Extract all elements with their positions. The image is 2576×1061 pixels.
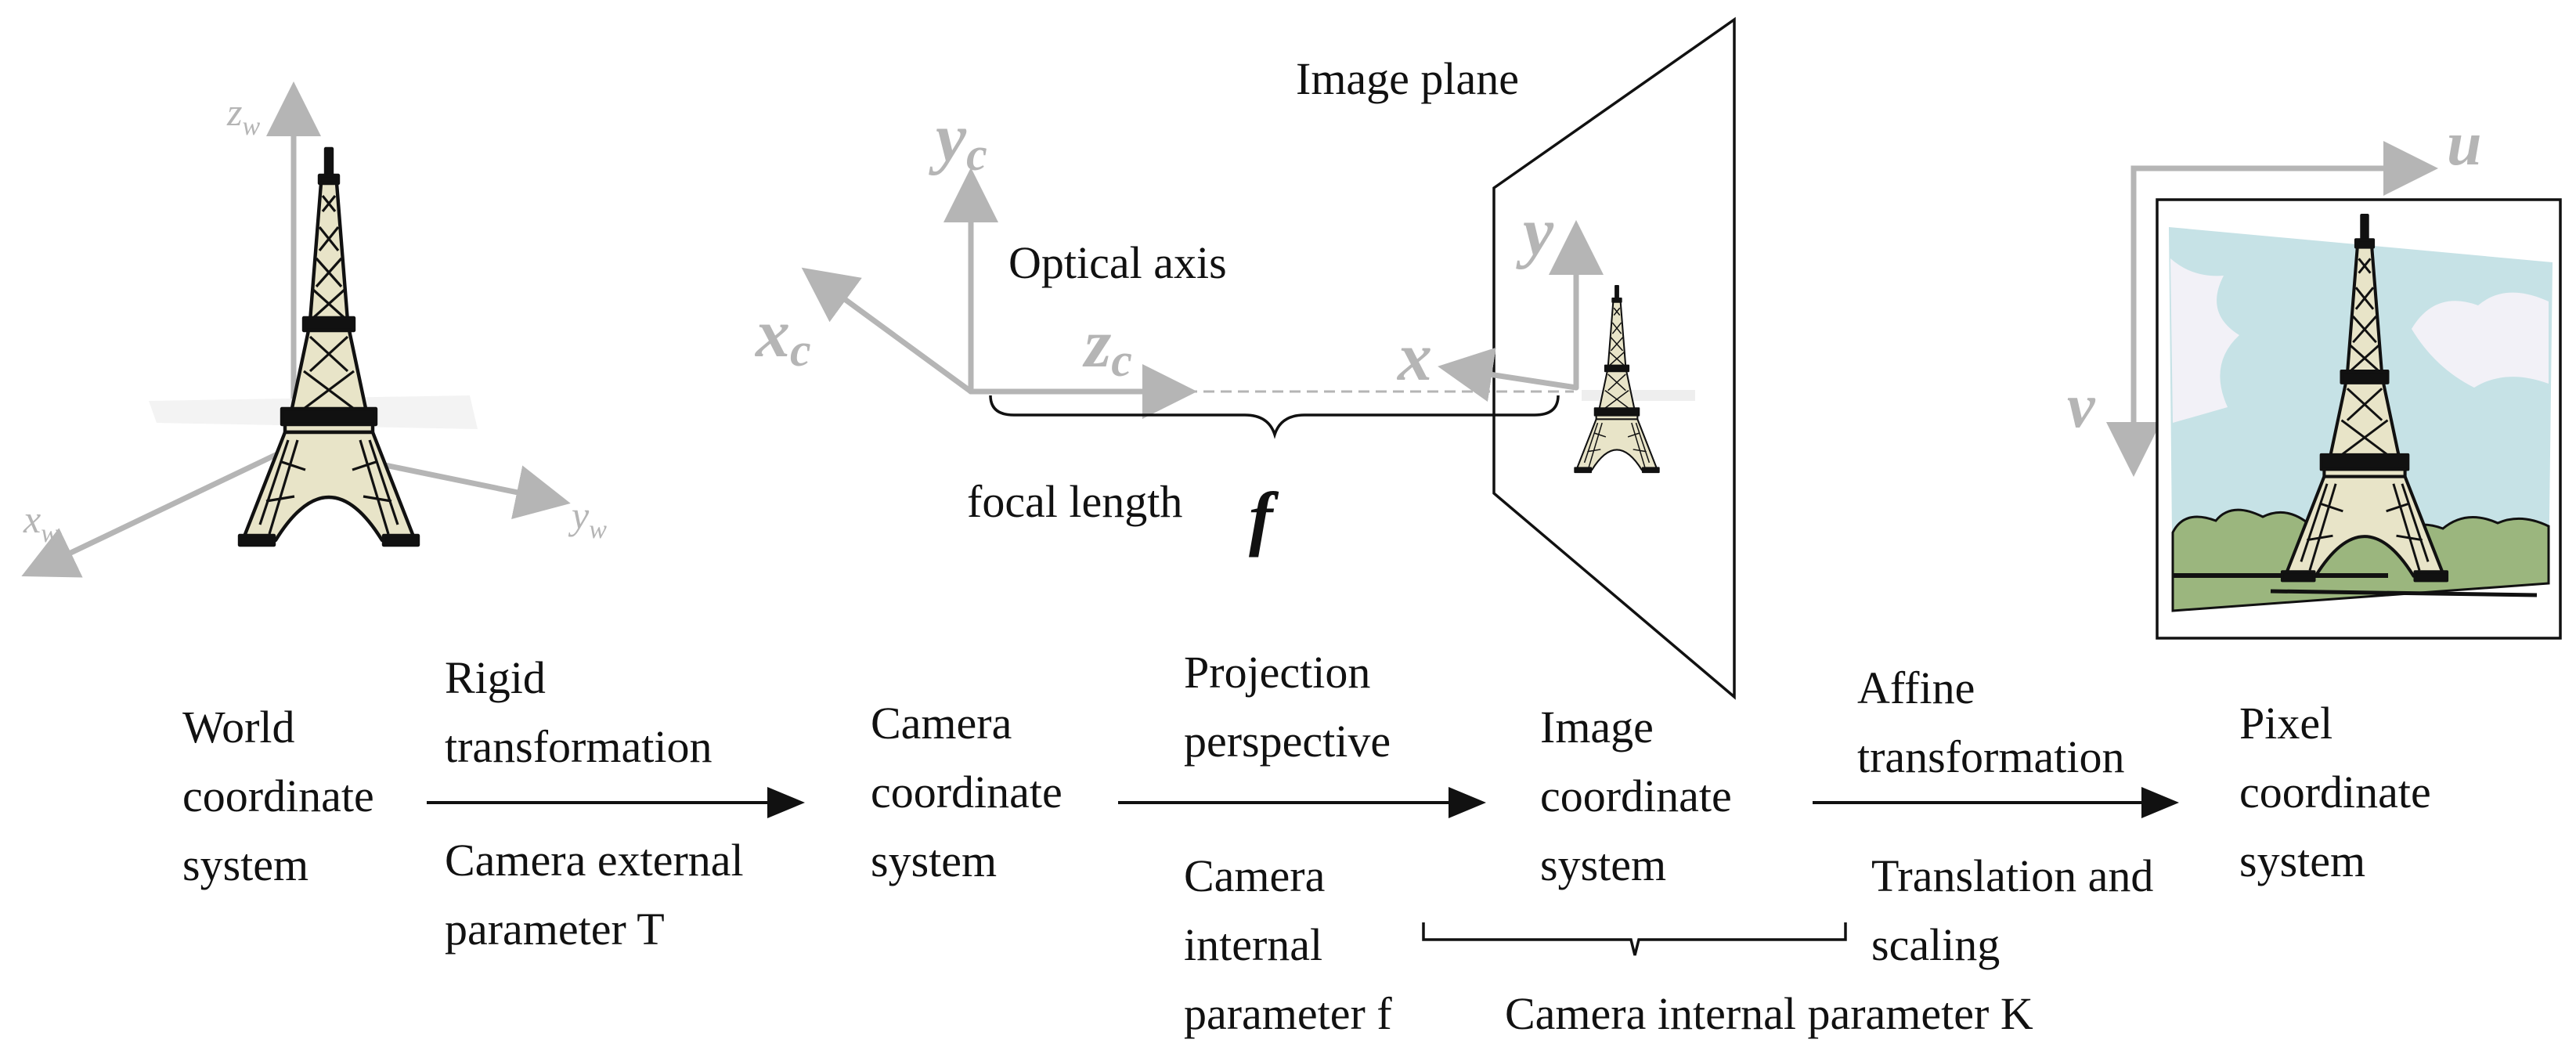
- optical-axis-label: Optical axis: [1008, 237, 1227, 288]
- world-eiffel-tower: [240, 149, 418, 545]
- pixel-image-cloud-left: [2170, 258, 2239, 423]
- world-z-label: zw: [226, 90, 260, 141]
- image-eiffel-tower: [1573, 284, 1661, 474]
- image-x-label: x: [1396, 319, 1432, 395]
- camera-axes: yc xc zc: [754, 100, 1574, 419]
- world-y-label: yw: [568, 493, 607, 544]
- image-axes: y x: [1396, 194, 1695, 402]
- camera-x-label: xc: [754, 296, 811, 376]
- image-y-label: y: [1516, 194, 1554, 270]
- pixel-v-label: v: [2067, 372, 2096, 441]
- world-coordinate-system-label: World coordinate system: [182, 702, 385, 890]
- step3-below-label: Translation and scaling: [1871, 850, 2165, 970]
- image-plane-title: Image plane: [1296, 53, 1519, 104]
- step2-above-label: Projection perspective: [1184, 647, 1391, 767]
- camera-z-label: zc: [1082, 306, 1132, 386]
- world-x-axis: [21, 443, 297, 578]
- camera-x-axis: [801, 267, 974, 395]
- step3-above-label: Affine transformation: [1857, 662, 2124, 782]
- pixel-coordinate-system-label: Pixel coordinate system: [2239, 698, 2442, 886]
- focal-length-label: focal length: [967, 476, 1182, 527]
- internal-parameter-k-label: Camera internal parameter K: [1505, 988, 2033, 1039]
- world-x-label: xw: [23, 497, 59, 548]
- image-x-axis: [1438, 347, 1579, 402]
- pixel-image-cloud-right: [2412, 292, 2549, 388]
- step2-below-label: Camera internal parameter f: [1184, 850, 1392, 1039]
- focal-length-brace: [989, 395, 1560, 439]
- step1-above-label: Rigid transformation: [445, 652, 712, 772]
- internal-parameter-k-brace: [1422, 922, 1847, 956]
- pixel-u-label: u: [2447, 110, 2482, 179]
- focal-length-symbol: f: [1249, 478, 1279, 558]
- step1-below-label: Camera external parameter T: [445, 835, 755, 955]
- pixel-image-road-2: [2270, 589, 2538, 597]
- image-coordinate-system-label: Image coordinate system: [1540, 702, 1743, 890]
- camera-y-label: yc: [929, 100, 987, 180]
- pixel-image: [2156, 198, 2562, 640]
- pixel-axes: u v: [2067, 110, 2482, 477]
- camera-coordinate-system-label: Camera coordinate system: [871, 698, 1073, 886]
